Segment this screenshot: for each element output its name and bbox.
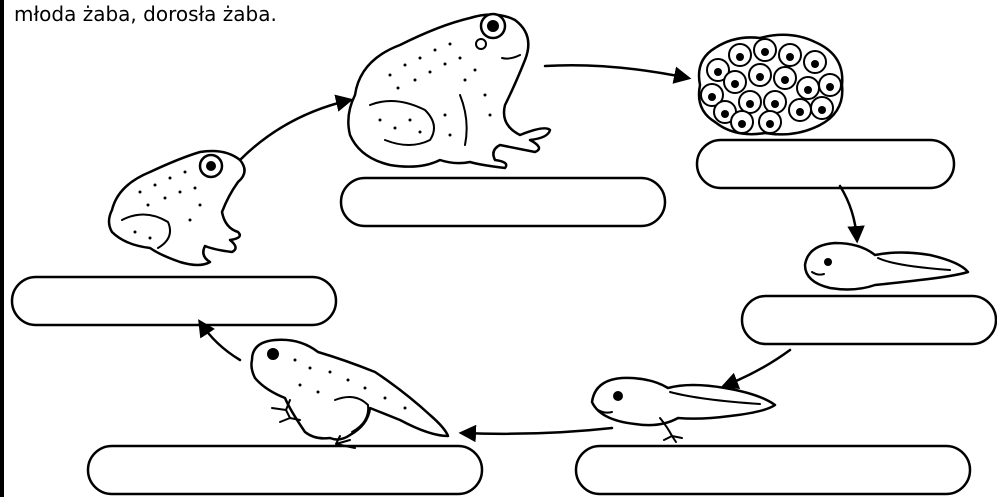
answer-box-young-frog[interactable]: [12, 277, 336, 325]
frog-spawn-illustration: [699, 35, 842, 135]
tadpole-illustration: [805, 243, 968, 289]
tadpole-with-legs-illustration: [592, 378, 775, 442]
arrow-tadpole-to-legs: [724, 350, 790, 386]
answer-box-tadpole-with-legs[interactable]: [576, 446, 970, 494]
adult-frog-illustration: [348, 14, 550, 168]
young-frog-illustration: [109, 151, 245, 265]
froglet-illustration: [251, 340, 448, 448]
arrow-spawn-to-tadpole: [840, 186, 857, 240]
answer-box-tadpole[interactable]: [742, 296, 996, 344]
answer-box-adult-frog[interactable]: [341, 178, 665, 226]
arrow-adult-to-spawn: [545, 65, 688, 78]
arrow-legs-to-froglet: [462, 428, 612, 434]
answer-box-frog-spawn[interactable]: [697, 140, 954, 188]
arrow-young-to-adult: [240, 100, 350, 160]
arrow-froglet-to-young: [200, 322, 240, 360]
answer-box-froglet[interactable]: [88, 446, 482, 494]
